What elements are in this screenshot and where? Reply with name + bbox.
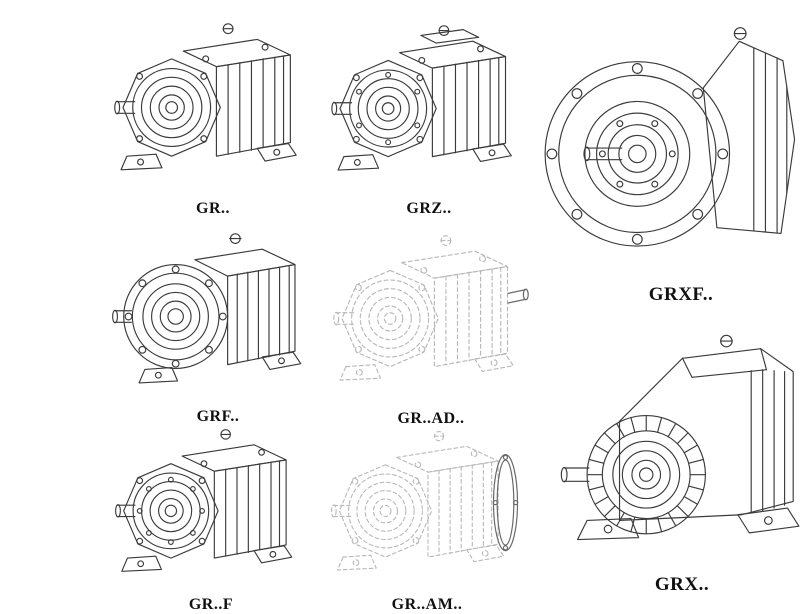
gearbox-figure-grf: GRF.. (110, 228, 326, 426)
flange-foot-gearbox-drawing (112, 228, 324, 406)
flange-mounted-gearbox-drawing (540, 18, 800, 282)
foot-mounted-gearbox-drawing (327, 20, 532, 198)
gearbox-label-grx: GRX.. (532, 574, 800, 596)
gearbox-figure-grxf: GRXF.. (538, 18, 800, 306)
gearbox-figure-grad: GR..AD.. (326, 230, 536, 428)
gear-reducer-family-diagram: { "colors": { "background": "#ffffff", "… (0, 0, 800, 600)
gearbox-label-grxf: GRXF.. (538, 284, 800, 306)
gearbox-adapter-drawing (329, 230, 534, 408)
gearbox-label-gr: GR.. (108, 200, 318, 218)
gearbox-figure-grf-foot: GR..F (106, 424, 316, 614)
foot-mounted-gearbox-drawing (111, 18, 316, 198)
gearbox-figure-grx: GRX.. (532, 322, 800, 596)
gearbox-figure-gram: GR..AM.. (322, 426, 532, 614)
gearbox-label-grf2: GR..F (106, 596, 316, 614)
gearbox-figure-gr: GR.. (108, 18, 318, 218)
gearbox-label-gram: GR..AM.. (322, 596, 532, 614)
gearbox-figure-grz: GRZ.. (324, 20, 534, 218)
gearbox-motor-flange-drawing (325, 426, 530, 594)
gearbox-label-grz: GRZ.. (324, 200, 534, 218)
large-foot-mounted-gearbox-drawing (535, 322, 800, 572)
foot-mounted-gearbox-drawing (109, 424, 314, 594)
